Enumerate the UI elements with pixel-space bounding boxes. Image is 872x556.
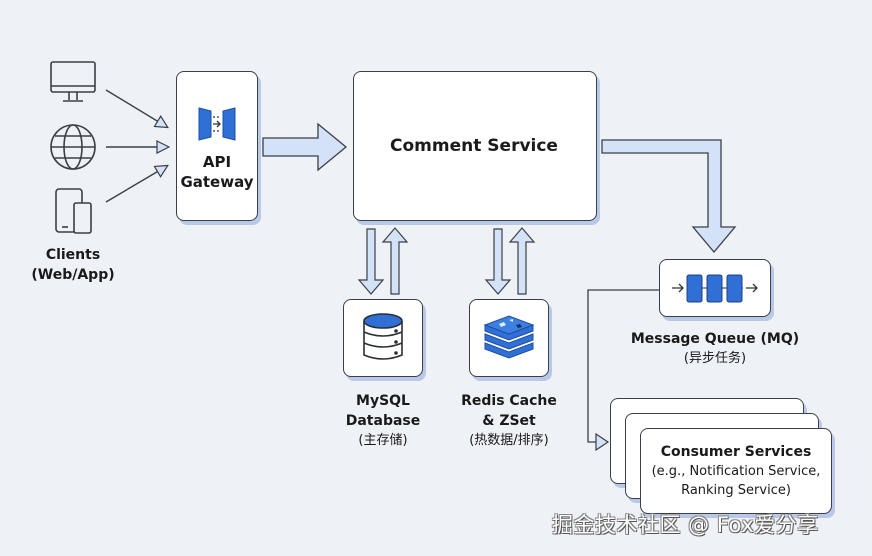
consumers-title: Consumer Services	[660, 444, 812, 460]
mobile-tablet-icon	[55, 188, 92, 234]
gateway-label: API Gateway	[177, 152, 257, 192]
globe-icon	[50, 124, 96, 170]
clients-title: Clients	[45, 247, 101, 263]
desktop-monitor-icon	[50, 61, 96, 102]
service-to-mq-arrow	[601, 139, 737, 254]
mysql-line3: (主存储)	[358, 433, 408, 448]
redis-line2: & ZSet	[482, 413, 536, 429]
consumers-arrowhead	[595, 432, 610, 452]
gateway-to-service-arrow	[262, 122, 348, 172]
service-to-redis-arrow	[484, 228, 512, 295]
message-queue-node[interactable]	[659, 259, 771, 317]
clients-label: Clients (Web/App)	[28, 245, 118, 285]
comment-service-title: Comment Service	[390, 136, 558, 156]
consumers-line2: (e.g., Notification Service,	[651, 464, 821, 479]
service-to-mysql-arrow	[357, 228, 385, 295]
gateway-line2: Gateway	[180, 173, 254, 191]
mysql-to-service-arrow	[381, 227, 409, 295]
consumer-services-node[interactable]: Consumer Services (e.g., Notification Se…	[640, 428, 832, 514]
mysql-node[interactable]	[343, 299, 423, 377]
queue-icon	[672, 274, 758, 303]
redis-to-service-arrow	[508, 227, 536, 295]
mq-to-consumers-line	[587, 289, 660, 443]
redis-stack-icon	[483, 315, 535, 359]
mysql-line2: Database	[345, 413, 421, 429]
redis-label: Redis Cache & ZSet (热数据/排序)	[449, 391, 569, 451]
mysql-line1: MySQL	[356, 393, 410, 409]
mq-subtitle: (异步任务)	[683, 351, 747, 366]
desktop-to-gateway-arrow	[105, 89, 167, 127]
gateway-line1: API	[202, 153, 232, 171]
clients-subtitle: (Web/App)	[31, 267, 115, 283]
mobile-to-gateway-arrow	[105, 166, 167, 203]
mq-label: Message Queue (MQ) (异步任务)	[620, 329, 810, 369]
database-icon	[363, 313, 403, 360]
api-gateway-node[interactable]: API Gateway	[176, 71, 258, 221]
comment-service-node[interactable]: Comment Service	[353, 71, 597, 221]
mq-title: Message Queue (MQ)	[630, 331, 800, 347]
gateway-doors-icon	[198, 107, 236, 141]
redis-node[interactable]	[469, 299, 549, 377]
redis-line1: Redis Cache	[461, 393, 557, 409]
client-arrows	[105, 89, 168, 203]
redis-line3: (热数据/排序)	[469, 433, 549, 448]
watermark: 掘金技术社区 @ Fox爱分享	[552, 513, 819, 537]
consumers-label: Consumer Services (e.g., Notification Se…	[641, 443, 831, 500]
consumers-line3: Ranking Service)	[681, 483, 791, 498]
mysql-label: MySQL Database (主存储)	[323, 391, 443, 451]
